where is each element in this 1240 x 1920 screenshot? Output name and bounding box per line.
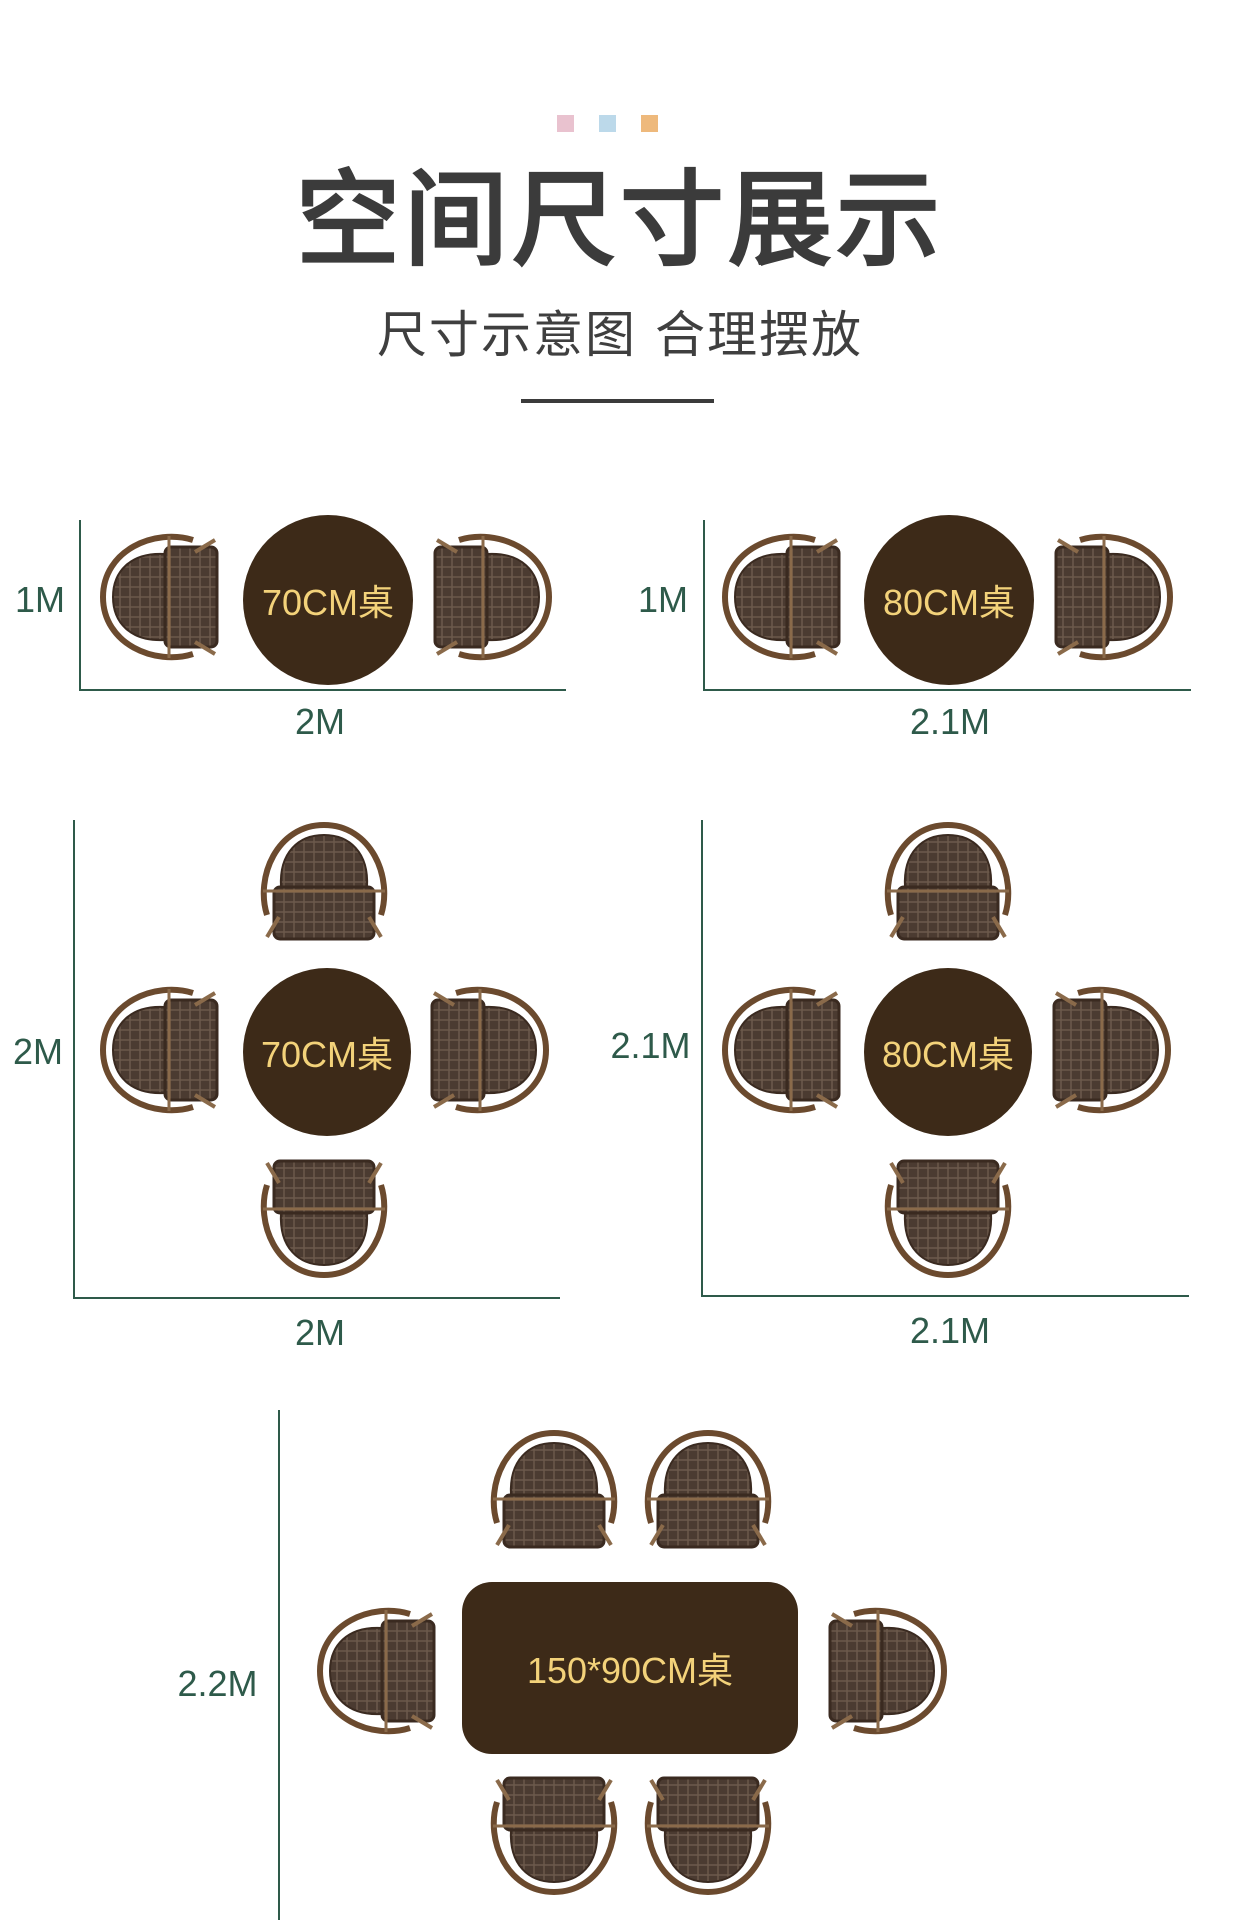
chair-icon — [479, 1770, 629, 1900]
height-label: 2.2M — [177, 1663, 258, 1704]
chair-icon — [249, 817, 399, 947]
chair-icon — [633, 1425, 783, 1555]
chair-icon — [822, 1596, 952, 1746]
chair-icon — [1046, 975, 1176, 1125]
page-subtitle: 尺寸示意图 合理摆放 — [377, 306, 863, 364]
height-label: 1M — [14, 579, 65, 620]
round-table: 80CM桌 — [864, 968, 1032, 1136]
height-axis — [278, 1410, 280, 1920]
width-label: 2.1M — [909, 701, 991, 742]
chair-icon — [424, 975, 554, 1125]
chair-icon — [633, 1770, 783, 1900]
height-axis — [703, 520, 705, 690]
round-table: 80CM桌 — [864, 515, 1034, 685]
title-underline — [521, 399, 714, 403]
width-label: 2.1M — [909, 1310, 991, 1351]
table-size-label: 70CM桌 — [261, 582, 395, 623]
width-axis — [73, 1297, 560, 1299]
round-table: 70CM桌 — [243, 515, 413, 685]
height-label: 2.1M — [610, 1025, 691, 1066]
chair-icon — [95, 522, 225, 672]
chair-icon — [717, 522, 847, 672]
width-label: 2M — [294, 1312, 345, 1353]
table-size-label: 80CM桌 — [881, 1034, 1015, 1075]
height-axis — [701, 820, 703, 1296]
width-label: 2M — [294, 701, 345, 742]
chair-icon — [249, 1153, 399, 1283]
round-table: 70CM桌 — [243, 968, 411, 1136]
chair-icon — [427, 522, 557, 672]
width-axis — [701, 1295, 1189, 1297]
chair-icon — [95, 975, 225, 1125]
accent-dot-orange — [641, 115, 658, 132]
accent-dots — [0, 115, 1240, 135]
table-size-label: 70CM桌 — [260, 1034, 394, 1075]
chair-icon — [1048, 522, 1178, 672]
table-size-label: 150*90CM桌 — [526, 1650, 734, 1691]
table-size-label: 80CM桌 — [882, 582, 1016, 623]
accent-dot-blue — [599, 115, 616, 132]
chair-icon — [873, 817, 1023, 947]
width-axis — [79, 689, 566, 691]
chair-icon — [479, 1425, 629, 1555]
width-axis — [703, 689, 1191, 691]
accent-dot-pink — [557, 115, 574, 132]
height-axis — [73, 820, 75, 1298]
chair-icon — [717, 975, 847, 1125]
rectangular-table: 150*90CM桌 — [462, 1582, 798, 1754]
height-axis — [79, 520, 81, 690]
height-label: 1M — [637, 579, 688, 620]
chair-icon — [312, 1596, 442, 1746]
page-title: 空间尺寸展示 — [295, 159, 944, 281]
chair-icon — [873, 1153, 1023, 1283]
height-label: 2M — [12, 1031, 63, 1072]
